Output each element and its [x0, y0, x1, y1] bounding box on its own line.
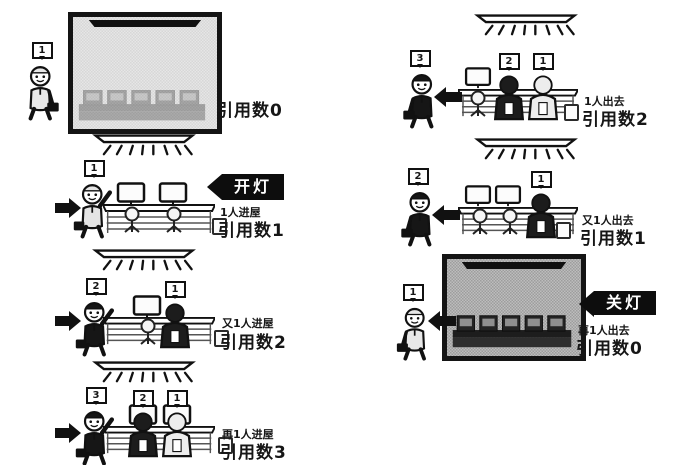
person-3-entering: 3 — [74, 387, 118, 465]
event-label: 1人出去 — [584, 95, 625, 108]
chair-icon — [498, 208, 522, 236]
seated-person-figure — [524, 193, 558, 239]
seated-person-figure — [526, 75, 560, 121]
seated-person-1: 1 — [160, 390, 194, 458]
person-badge: 2 — [498, 53, 520, 71]
person-badge: 1 — [83, 160, 105, 178]
event-label: 又1人出去 — [582, 214, 634, 227]
person-badge: 2 — [132, 390, 154, 408]
wastebasket-icon — [214, 330, 229, 347]
chair-icon — [120, 206, 144, 234]
person-badge: 1 — [530, 171, 552, 189]
seated-person-figure — [158, 303, 192, 349]
person-1-leaving: 1 — [392, 284, 434, 362]
person-badge: 2 — [85, 278, 107, 296]
event-label: 又1人进屋 — [222, 317, 274, 330]
seated-person-1: 1 — [526, 53, 560, 121]
person-1-entering: 1 — [72, 160, 116, 240]
ceiling-light-off-icon — [461, 262, 567, 269]
person-figure — [72, 182, 116, 240]
event-label: 1人进屋 — [220, 206, 261, 219]
person-2-leaving: 2 — [396, 168, 440, 248]
exit-arrow-icon — [440, 316, 456, 326]
seated-person-figure — [160, 412, 194, 458]
person-badge: 3 — [409, 50, 431, 68]
seated-person-figure — [126, 412, 160, 458]
ceiling-light-icon — [470, 8, 582, 38]
banner-light-off: 关灯 — [578, 291, 657, 317]
event-label: 再1人出去 — [578, 324, 630, 337]
person-badge: 1 — [402, 284, 424, 302]
person-2-entering: 2 — [74, 278, 118, 358]
refcount-label: 引用数2 — [582, 110, 649, 130]
wastebasket-icon — [218, 437, 233, 454]
ceiling-light-icon — [470, 132, 582, 162]
room-box-dark-after — [442, 254, 586, 361]
person-badge: 1 — [31, 42, 53, 60]
exit-arrow-icon — [446, 92, 462, 102]
person-badge: 1 — [164, 281, 186, 299]
enter-arrow-icon — [55, 428, 69, 438]
chair-icon — [136, 318, 160, 346]
ceiling-light-icon — [88, 128, 200, 158]
seated-person-2: 2 — [126, 390, 160, 458]
seated-person-1: 1 — [524, 171, 558, 239]
person-figure — [20, 64, 64, 122]
monitor-icon — [464, 67, 492, 89]
person-badge: 1 — [166, 390, 188, 408]
wastebasket-icon — [556, 222, 571, 239]
ceiling-light-off-icon — [88, 20, 202, 27]
wastebasket-icon — [212, 218, 227, 235]
furniture-silhouette-icon — [77, 86, 207, 124]
furniture-silhouette-icon — [451, 311, 573, 351]
seated-person-2: 2 — [492, 53, 526, 121]
enter-arrow-icon — [55, 316, 69, 326]
chair-icon — [468, 208, 492, 236]
monitor-icon — [116, 182, 146, 206]
monitor-icon — [158, 182, 188, 206]
person-badge: 2 — [407, 168, 429, 186]
seated-person-figure — [492, 75, 526, 121]
refcount-label: 引用数0 — [216, 101, 283, 121]
person-figure — [74, 409, 118, 465]
person-badge: 1 — [532, 53, 554, 71]
seated-person-1: 1 — [158, 281, 192, 349]
person-badge: 3 — [85, 387, 107, 405]
refcount-label: 引用数1 — [218, 221, 285, 241]
refcount-label: 引用数0 — [576, 339, 643, 359]
ceiling-light-icon — [88, 355, 200, 385]
chair-icon — [466, 90, 490, 118]
ceiling-light-icon — [88, 243, 200, 273]
wastebasket-icon — [564, 104, 579, 121]
refcount-label: 引用数1 — [580, 229, 647, 249]
event-label: 再1人进屋 — [222, 428, 274, 441]
refcount-label: 引用数3 — [220, 443, 287, 463]
person-3-leaving: 3 — [398, 50, 442, 130]
monitor-icon — [464, 185, 492, 207]
exit-arrow-icon — [444, 210, 460, 220]
chair-icon — [162, 206, 186, 234]
person-figure — [396, 190, 440, 248]
refcount-label: 引用数2 — [220, 333, 287, 353]
person-figure — [74, 300, 118, 358]
room-box-dark-before — [68, 12, 222, 134]
monitor-icon — [494, 185, 522, 207]
person-figure — [398, 72, 442, 130]
person-1-approaching: 1 — [20, 42, 64, 122]
banner-light-on: 开灯 — [206, 174, 285, 200]
enter-arrow-icon — [55, 203, 69, 213]
